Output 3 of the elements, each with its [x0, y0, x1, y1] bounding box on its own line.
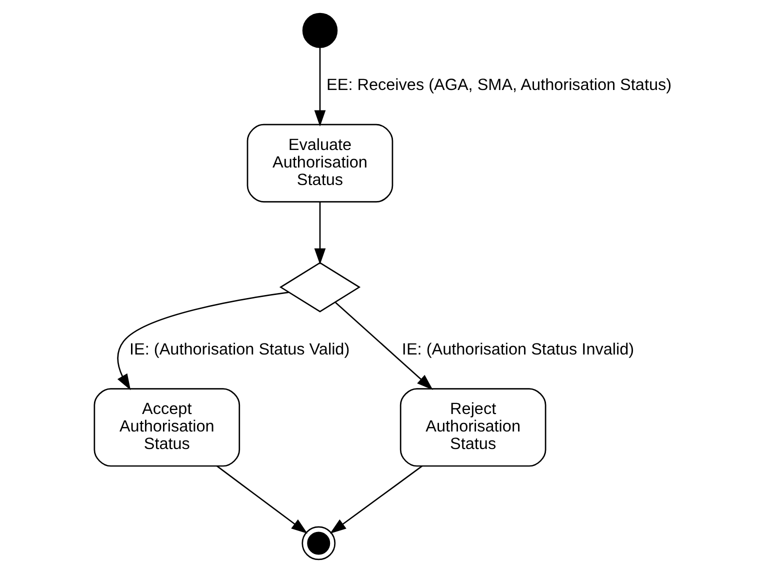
edge-label: IE: (Authorisation Status Invalid)	[401, 340, 634, 358]
edge-label: EE: Receives (AGA, SMA, Authorisation Status)	[326, 76, 672, 94]
edge-label: IE: (Authorisation Status Valid)	[129, 340, 350, 358]
